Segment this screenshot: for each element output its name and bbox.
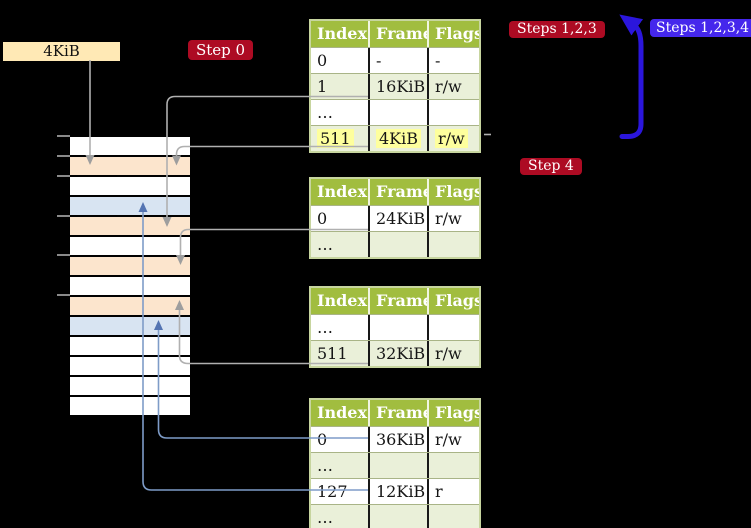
table-cell: 4KiB	[368, 126, 427, 151]
table-cell: 12KiB	[368, 479, 427, 504]
table-cell: 16KiB	[368, 74, 427, 99]
badge-steps-1-2-3: Steps 1,2,3	[509, 21, 605, 38]
memory-row-free	[70, 357, 190, 375]
table-cell: 0	[317, 51, 328, 70]
table-cell	[427, 453, 479, 478]
table-cell: r/w	[427, 126, 479, 151]
highlighted-value: r/w	[435, 129, 468, 148]
memory-row-free	[70, 237, 190, 255]
header-cell: Frame	[368, 21, 427, 47]
table-cell: …	[317, 103, 333, 122]
table-cell	[427, 100, 479, 125]
memory-row-free	[70, 177, 190, 195]
table-header-row: IndexFrameFlags	[311, 179, 479, 205]
table-cell: 36KiB	[368, 427, 427, 452]
page-size-label: 4KiB	[3, 42, 120, 61]
header-cell: Frame	[368, 400, 427, 426]
table-cell: 32KiB	[368, 341, 427, 366]
table-row: …	[311, 452, 479, 478]
header-cell: Flags	[427, 21, 479, 47]
table-cell: r/w	[427, 206, 479, 231]
arrow-loop-back-to-top-table	[619, 14, 644, 139]
memory-row-table-frame	[70, 217, 190, 235]
page-table-2: IndexFrameFlags 0 24KiBr/w …	[309, 177, 481, 259]
address-tick	[57, 155, 70, 157]
table-cell	[368, 232, 427, 257]
memory-row-free	[70, 377, 190, 395]
header-cell: Flags	[427, 288, 479, 314]
address-tick	[57, 175, 70, 177]
memory-row-free	[70, 137, 190, 155]
table-cell: -	[427, 48, 479, 73]
memory-row-page-frame	[70, 197, 190, 215]
memory-row-free	[70, 397, 190, 415]
header-cell: Index	[317, 291, 368, 310]
memory-row-page-frame	[70, 317, 190, 335]
physical-memory-column	[70, 137, 190, 415]
table-cell: r/w	[427, 427, 479, 452]
table-cell	[427, 232, 479, 257]
header-cell: Frame	[368, 179, 427, 205]
highlighted-value: 4KiB	[376, 129, 422, 148]
address-tick	[57, 214, 70, 217]
table-cell: r/w	[427, 341, 479, 366]
table-cell: -	[368, 48, 427, 73]
table-cell: 24KiB	[368, 206, 427, 231]
badge-step-4: Step 4	[520, 158, 582, 175]
table-cell: 511	[311, 126, 368, 151]
address-tick	[57, 254, 70, 256]
memory-row-table-frame	[70, 157, 190, 175]
table-row: …	[311, 504, 479, 528]
table-row: 0 --	[311, 47, 479, 73]
table-cell	[368, 453, 427, 478]
header-cell: Flags	[427, 179, 479, 205]
table-cell	[368, 505, 427, 528]
memory-row-table-frame	[70, 297, 190, 315]
header-cell: Index	[317, 182, 368, 201]
table-cell: 0	[317, 430, 328, 449]
address-tick	[57, 135, 70, 137]
table-cell	[368, 100, 427, 125]
table-cell: 511	[317, 344, 348, 363]
table-cell: …	[317, 456, 333, 475]
table-cell: 0	[317, 209, 328, 228]
table-cell	[427, 505, 479, 528]
table-cell: 127	[317, 482, 348, 501]
header-cell: Flags	[427, 400, 479, 426]
table-cell: r/w	[427, 74, 479, 99]
address-tick	[57, 294, 70, 296]
highlighted-value: 511	[317, 129, 354, 148]
table-cell	[427, 315, 479, 340]
table-cell	[368, 315, 427, 340]
memory-row-free	[70, 277, 190, 295]
table-cell: …	[317, 508, 333, 527]
header-cell: Index	[317, 24, 368, 43]
table-cell: …	[317, 235, 333, 254]
header-cell: Index	[317, 403, 368, 422]
table-row: …	[311, 99, 479, 125]
badge-steps-1-2-3-4: Steps 1,2,3,4	[650, 19, 751, 37]
table-header-row: IndexFrameFlags	[311, 21, 479, 47]
table-cell: r	[427, 479, 479, 504]
header-cell: Frame	[368, 288, 427, 314]
table-header-row: IndexFrameFlags	[311, 400, 479, 426]
badge-step-0: Step 0	[188, 40, 254, 60]
table-row: …	[311, 314, 479, 340]
table-cell: …	[317, 318, 333, 337]
table-cell: 1	[317, 77, 328, 96]
table-header-row: IndexFrameFlags	[311, 288, 479, 314]
memory-row-free	[70, 337, 190, 355]
memory-row-table-frame	[70, 257, 190, 275]
table-row: 511 4KiB r/w	[311, 125, 479, 151]
table-row: …	[311, 231, 479, 257]
